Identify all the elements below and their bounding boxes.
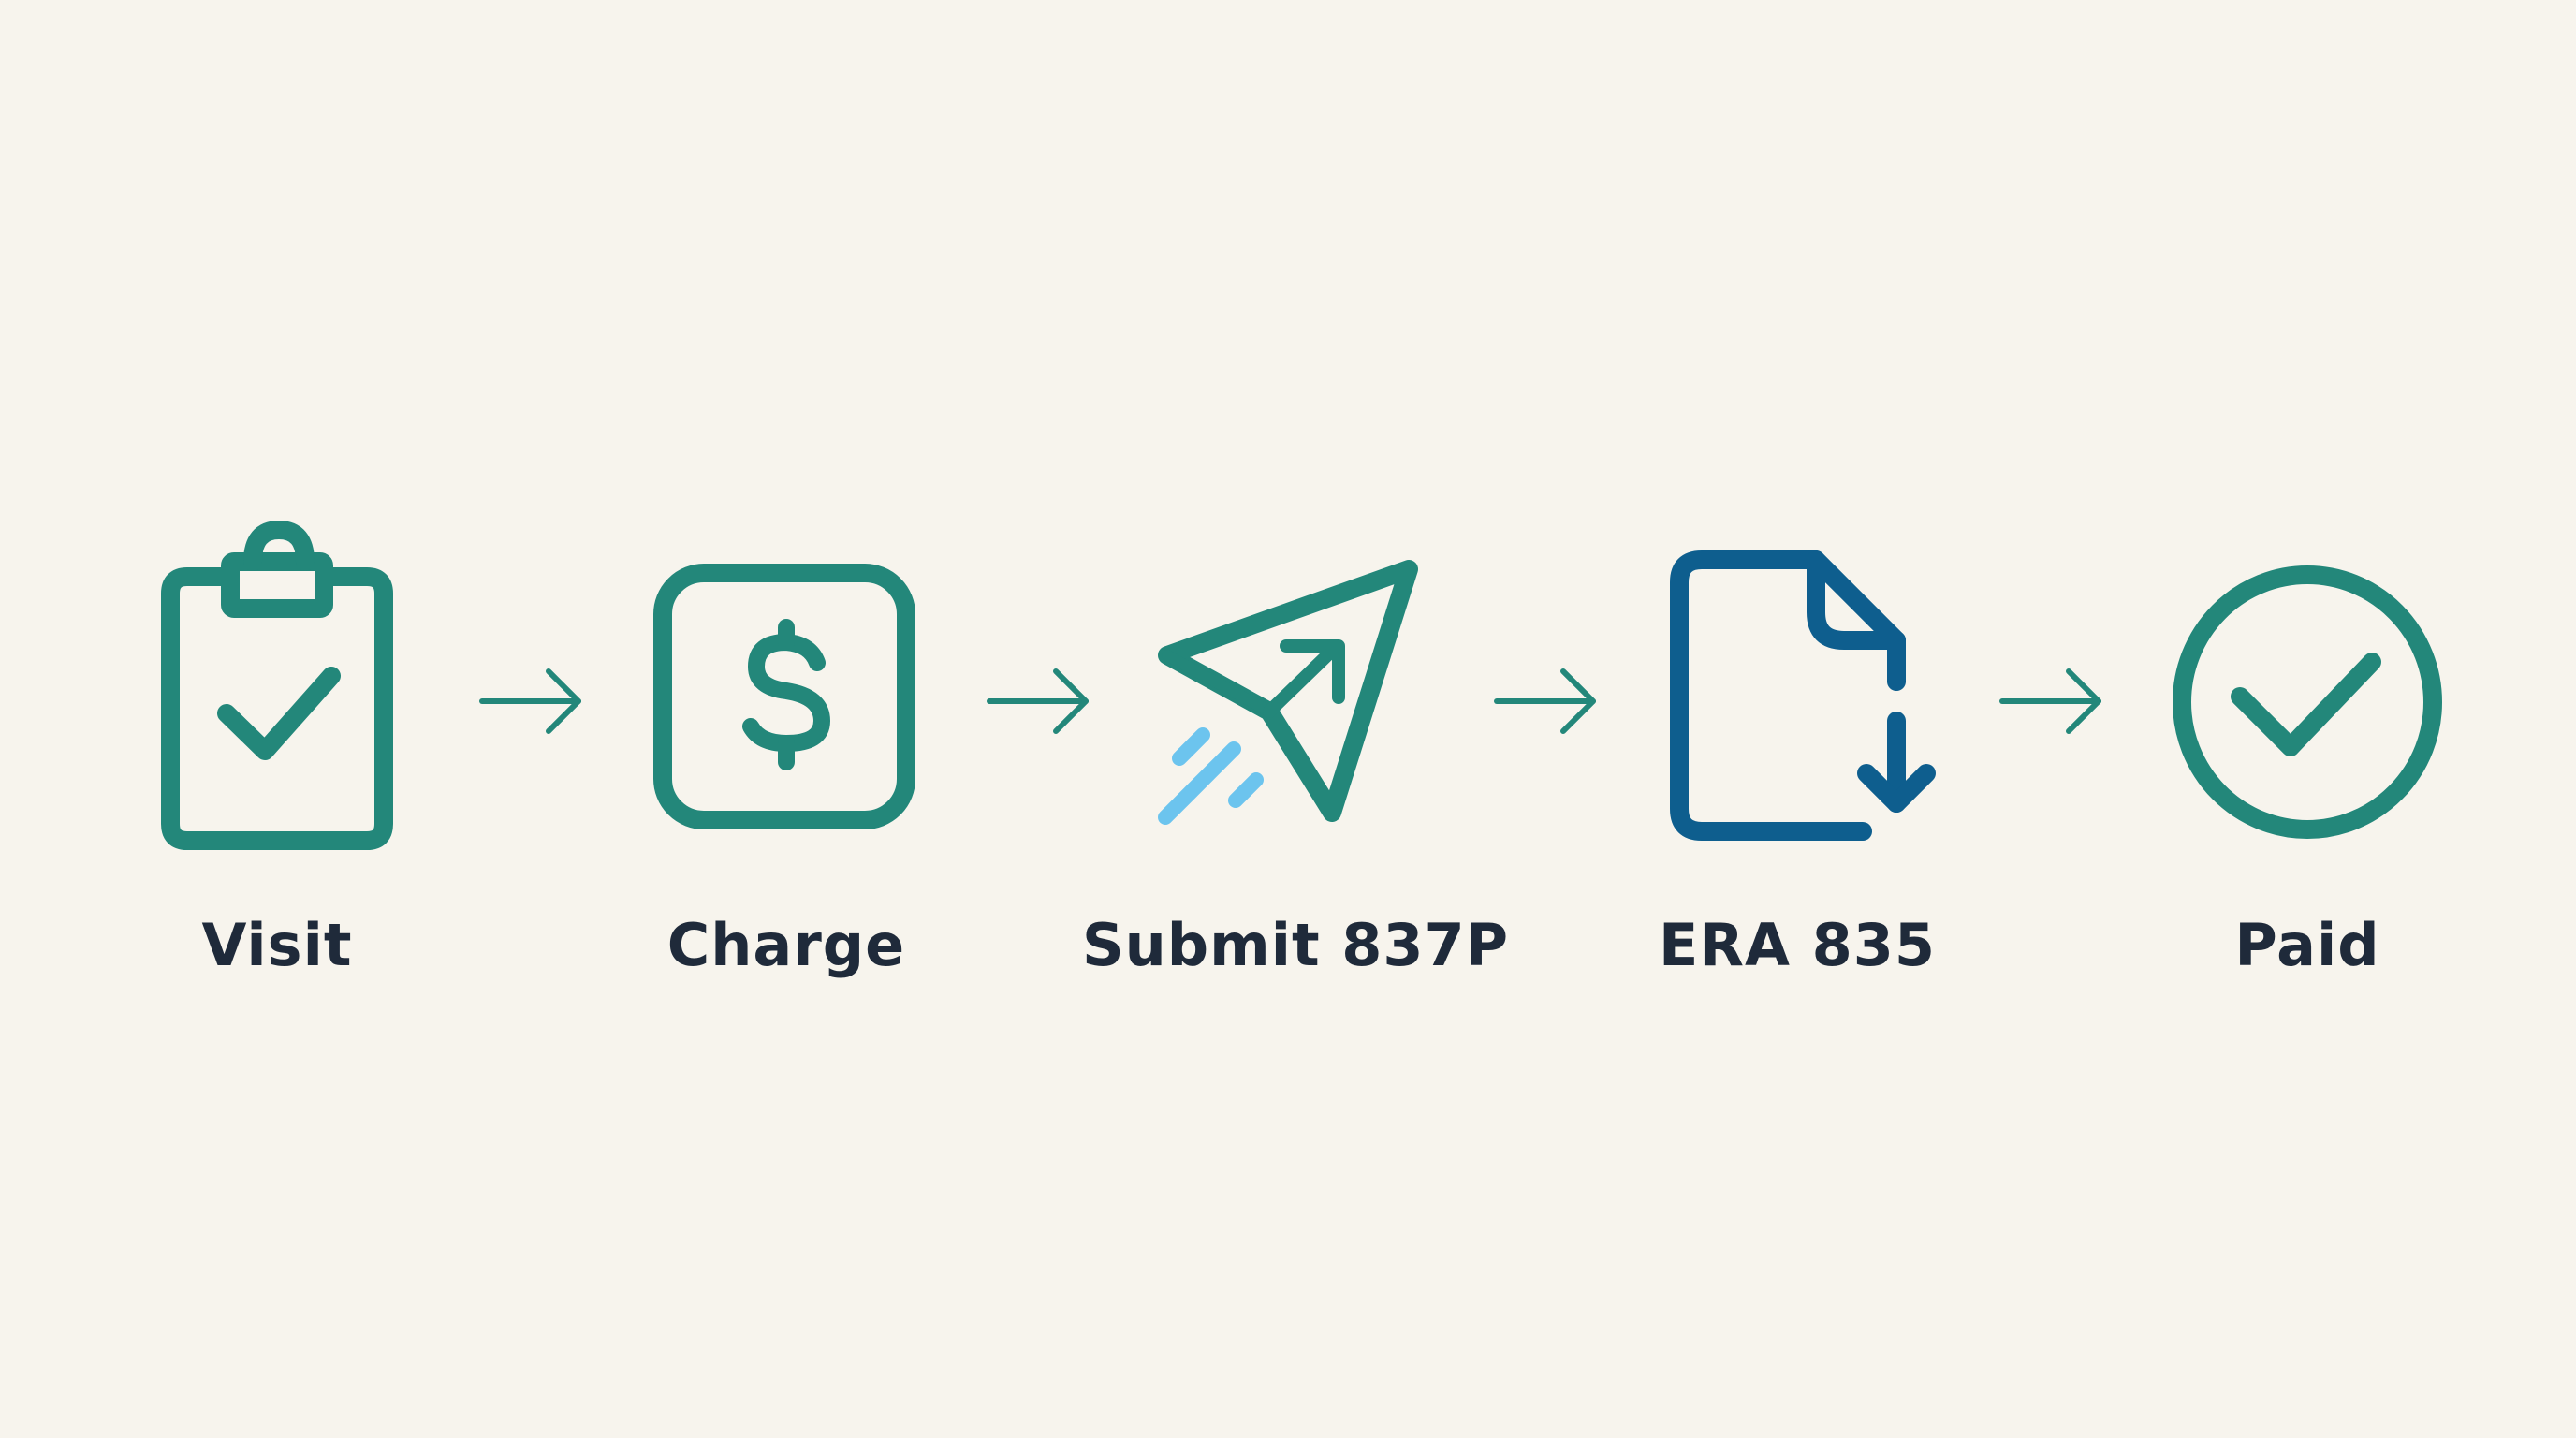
paper-plane-icon: [1158, 560, 1418, 825]
arrow-right-icon: [1999, 668, 2101, 734]
step-label-visit: Visit: [201, 911, 353, 979]
step-label-charge: Charge: [666, 911, 906, 979]
step-label-paid: Paid: [2234, 911, 2380, 979]
arrow-right-icon: [479, 668, 581, 734]
document-download-icon: [1670, 550, 1936, 841]
arrow-right-icon: [987, 668, 1089, 734]
dollar-square-icon: [653, 564, 915, 829]
check-circle-icon: [2173, 565, 2442, 839]
clipboard-check-icon: [161, 521, 393, 850]
step-label-era-835: ERA 835: [1658, 911, 1937, 979]
arrow-right-icon: [1494, 668, 1596, 734]
step-label-submit-837p: Submit 837P: [1081, 911, 1510, 979]
